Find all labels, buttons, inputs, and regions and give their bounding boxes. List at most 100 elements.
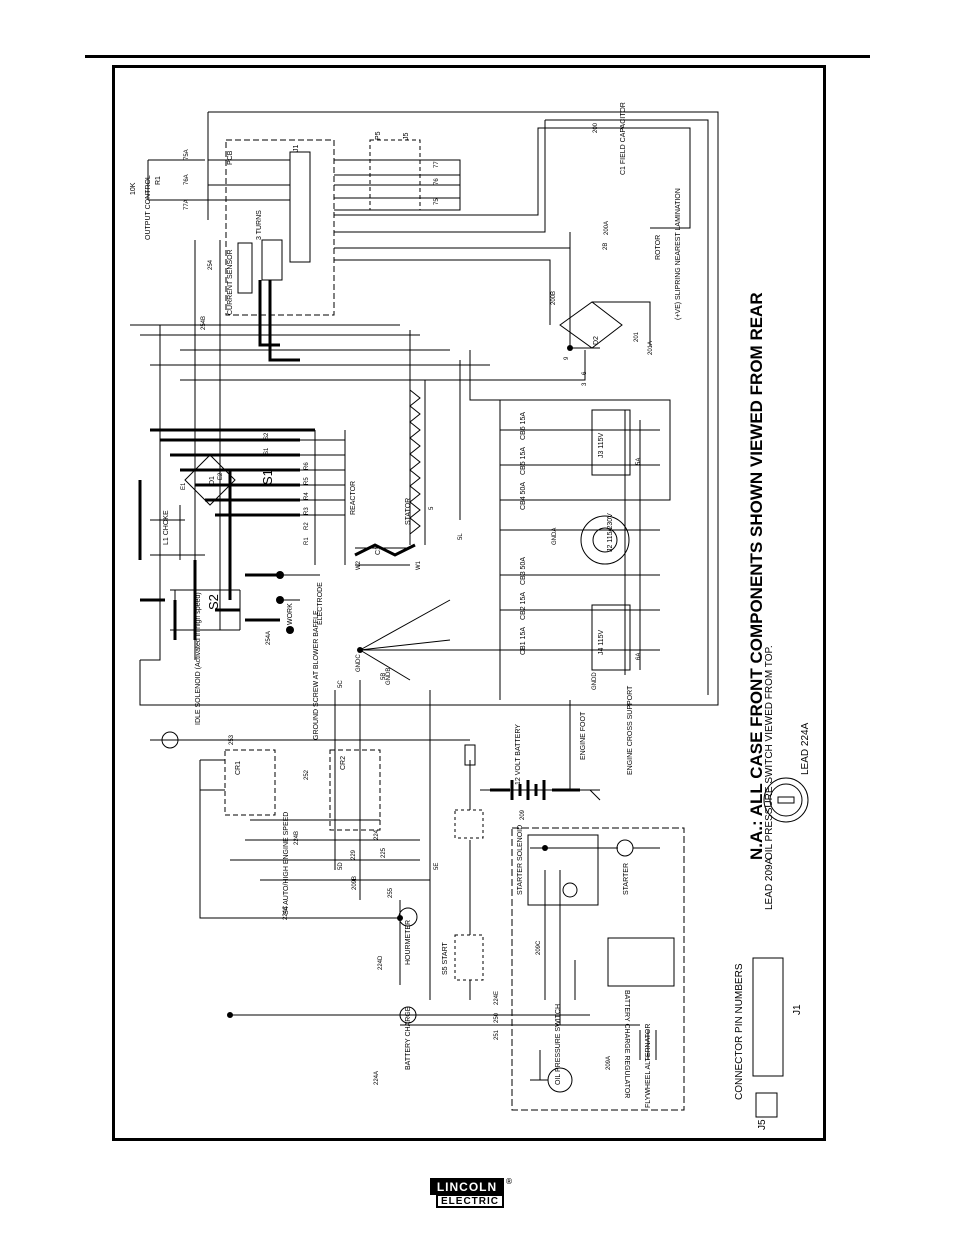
label-cb3: CB3 50A xyxy=(520,557,527,585)
wire-label: 77 xyxy=(434,161,440,168)
wire-label: 229 xyxy=(351,849,357,860)
label-j2: J2 115/230V xyxy=(607,513,614,552)
lincoln-electric-logo: LINCOLN ELECTRIC ® xyxy=(430,1177,513,1210)
wire-label: 225 xyxy=(381,847,387,858)
label-idle-solenoid: IDLE SOLENOID (Activated in high speed) xyxy=(195,592,202,725)
label-cr1: CR1 xyxy=(235,761,242,775)
wire-label: 5E xyxy=(434,863,440,870)
label-cr2: CR2 xyxy=(340,756,347,770)
label-c1: C1 xyxy=(375,546,382,555)
label-stator: STATOR xyxy=(405,498,412,525)
wire-label: 224B xyxy=(294,831,300,845)
label-battery: 12 VOLT BATTERY xyxy=(515,724,522,785)
wire-label: 5 xyxy=(429,506,435,510)
label-oil-pressure-switch: OIL PRESSURE SWITCH xyxy=(555,1004,562,1085)
label-p5: P5 xyxy=(375,131,382,140)
label-electrode: ELECTRODE xyxy=(317,582,324,625)
label-output-control: OUTPUT CONTROL xyxy=(145,175,152,240)
label-cb2: CB2 15A xyxy=(520,592,527,620)
wire-label: E2 xyxy=(218,472,224,480)
label-oil-pressure-top: OIL PRESSURE SWITCH VIEWED FROM TOP. xyxy=(764,645,775,860)
diagram-frame xyxy=(112,65,826,1141)
wire-label: W2 xyxy=(356,560,362,570)
label-field-capacitor: C1 FIELD CAPACITOR xyxy=(620,102,627,175)
wire-label: 5A xyxy=(636,458,642,465)
label-connector-pin-numbers: CONNECTOR PIN NUMBERS xyxy=(734,963,745,1100)
wire-label: 250 xyxy=(494,1012,500,1023)
label-lead-224a: LEAD 224A xyxy=(800,722,811,775)
wire-label: 5C xyxy=(338,680,344,688)
wire-label: R2 xyxy=(304,522,310,530)
label-start: S5 START xyxy=(442,941,449,975)
wire-label: 201 xyxy=(634,331,640,342)
wire-label: R6 xyxy=(304,462,310,470)
label-turns: 3 TURNS xyxy=(256,210,263,240)
wire-label: 75 xyxy=(434,198,440,205)
wire-label: 209C xyxy=(536,940,542,955)
wire-label: R1 xyxy=(304,537,310,545)
wire-label: 224E xyxy=(494,991,500,1005)
label-d1: D1 xyxy=(209,476,216,485)
label-lead-209a: LEAD 209A xyxy=(764,857,775,910)
label-cb6: CB6 15A xyxy=(520,412,527,440)
wire-label: 224C xyxy=(283,905,289,920)
label-s1: S1 xyxy=(260,469,275,485)
label-output-control-ohm: 10K xyxy=(130,182,137,195)
wire-label: 200B xyxy=(551,291,557,305)
wire-label: GNDA xyxy=(552,528,558,545)
label-cb4: CB4 50A xyxy=(520,482,527,510)
wire-label: GNDB xyxy=(386,668,392,685)
wire-label: 6 xyxy=(582,371,588,375)
wire-label: 252 xyxy=(304,769,310,780)
label-cb5: CB5 15A xyxy=(520,447,527,475)
label-flywheel-alternator: FLYWHEEL ALTERNATOR xyxy=(645,1024,652,1108)
wire-label: R5 xyxy=(304,477,310,485)
label-battery-charge-regulator: BATTERY CHARGE REGULATOR xyxy=(623,990,630,1098)
label-j5: J5 xyxy=(403,133,410,141)
wire-label: 76A xyxy=(184,174,190,185)
label-j1-pins: J1 xyxy=(792,1004,803,1015)
label-pcb: PCB xyxy=(227,150,234,165)
label-starter-solenoid: STARTER SOLENOID xyxy=(517,825,524,895)
label-j1: J1 xyxy=(293,145,300,153)
wire-label: 209 xyxy=(520,809,526,820)
wire-label: 209B xyxy=(352,876,358,890)
label-work: WORK xyxy=(287,603,294,625)
label-engine-foot: ENGINE FOOT xyxy=(580,711,587,760)
wire-label: R4 xyxy=(304,492,310,500)
wire-label: 5L xyxy=(458,533,464,540)
wire-label: 5B xyxy=(381,673,387,680)
wire-label: 224A xyxy=(374,1071,380,1085)
wire-label: 254B xyxy=(201,316,207,330)
label-engine-cross: ENGINE CROSS SUPPORT xyxy=(627,685,634,775)
label-cb1: CB1 15A xyxy=(520,627,527,655)
wire-label: 9 xyxy=(564,356,570,360)
label-current-sensor: CURRENT SENSOR xyxy=(227,249,234,315)
wire-label: 6A xyxy=(636,653,642,660)
label-slipring-note: (+VE) SLIPRING NEAREST LAMINATION xyxy=(675,188,682,320)
label-choke: L1 CHOKE xyxy=(163,510,170,545)
wire-label: 76 xyxy=(434,178,440,185)
label-j5-pins: J5 xyxy=(757,1119,768,1130)
wire-label: 200A xyxy=(604,221,610,235)
note-title: N.A.: ALL CASE FRONT COMPONENTS SHOWN VI… xyxy=(747,292,766,860)
wire-label: S2 xyxy=(264,432,270,440)
label-battery-charge: BATTERY CHARGE xyxy=(405,1006,412,1070)
wire-label: 3 xyxy=(582,382,588,386)
label-hourmeter: HOURMETER xyxy=(405,920,412,965)
wire-label: GNDD xyxy=(592,672,598,690)
wire-label: 2B xyxy=(603,243,609,250)
wire-label: GNDC xyxy=(356,654,362,672)
label-auto-high: S4 AUTO/HIGH ENGINE SPEED xyxy=(283,812,290,915)
label-r1: R1 xyxy=(155,176,162,185)
wire-label: 209A xyxy=(606,1056,612,1070)
label-ground-screw: GROUND SCREW AT BLOWER BAFFLE xyxy=(313,610,320,740)
wire-label: 254 xyxy=(208,259,214,270)
label-j3: J3 115V xyxy=(598,433,605,458)
wire-label: 253 xyxy=(229,734,235,745)
wire-label: 251 xyxy=(494,1029,500,1040)
logo-brand-top: LINCOLN xyxy=(430,1178,504,1195)
wire-label: 200 xyxy=(593,122,599,133)
wire-label: 5D xyxy=(338,862,344,870)
